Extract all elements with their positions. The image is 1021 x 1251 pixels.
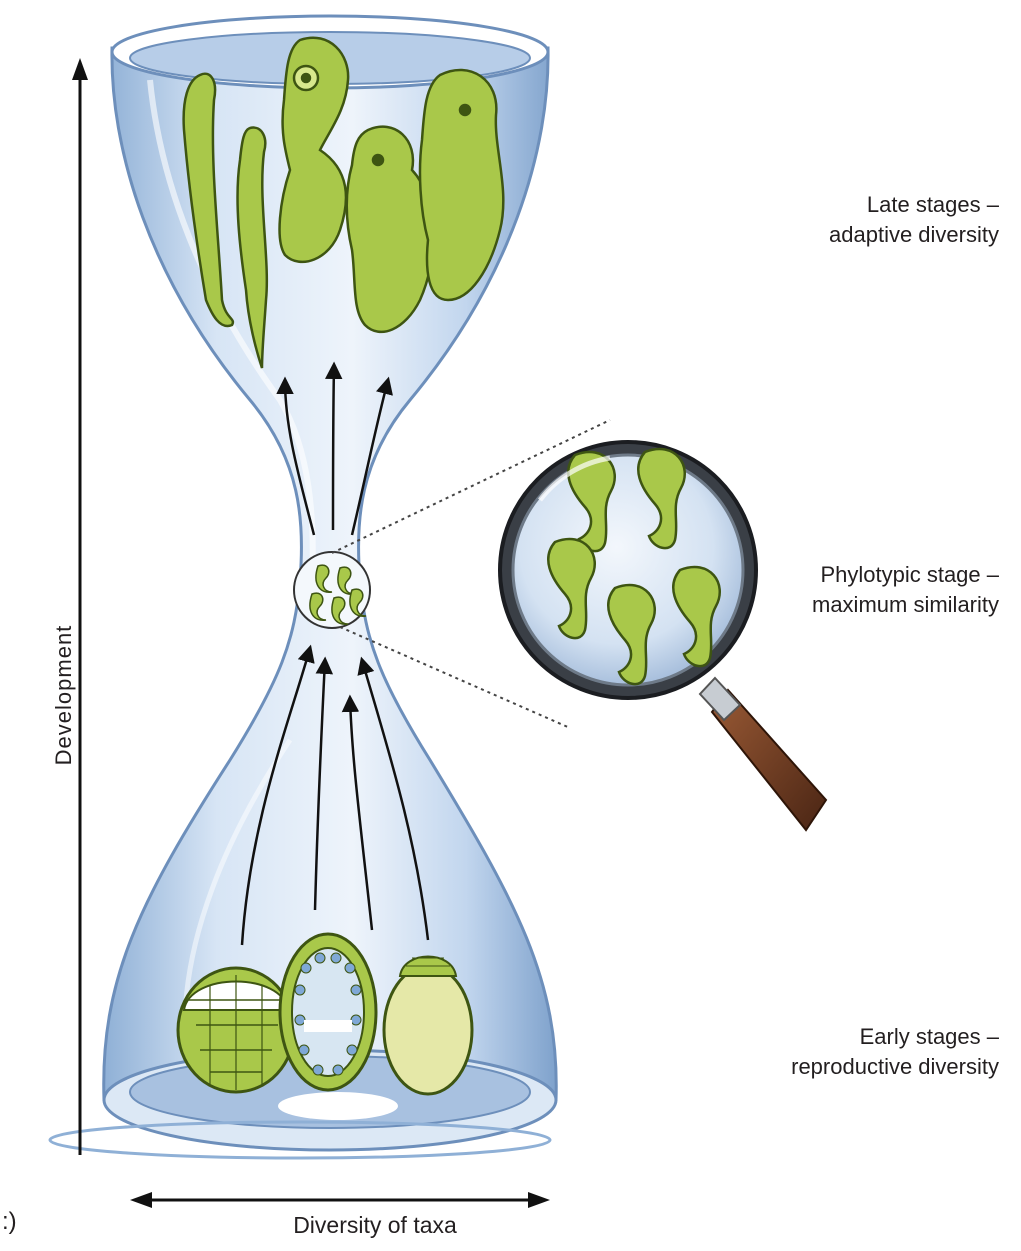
early-stages-line2: reproductive diversity (791, 1052, 999, 1082)
phylotypic-circle (294, 552, 370, 628)
development-axis-label: Development (51, 565, 81, 825)
phylotypic-stage-label: Phylotypic stage – maximum similarity (812, 560, 999, 620)
phylotypic-line2: maximum similarity (812, 590, 999, 620)
bird-blastodisc (280, 934, 376, 1090)
taxa-axis (130, 1192, 550, 1208)
late-stages-line1: Late stages – (829, 190, 999, 220)
taxa-axis-label: Diversity of taxa (250, 1212, 500, 1239)
amphibian-blastula (178, 968, 294, 1092)
panel-letter: :) (2, 1208, 17, 1236)
phylotypic-line1: Phylotypic stage – (812, 560, 999, 590)
late-stages-label: Late stages – adaptive diversity (829, 190, 999, 250)
magnifying-glass (500, 442, 826, 830)
upper-arrow-center (333, 365, 334, 530)
late-stages-line2: adaptive diversity (829, 220, 999, 250)
early-stages-label: Early stages – reproductive diversity (791, 1022, 999, 1082)
early-stages-line1: Early stages – (791, 1022, 999, 1052)
